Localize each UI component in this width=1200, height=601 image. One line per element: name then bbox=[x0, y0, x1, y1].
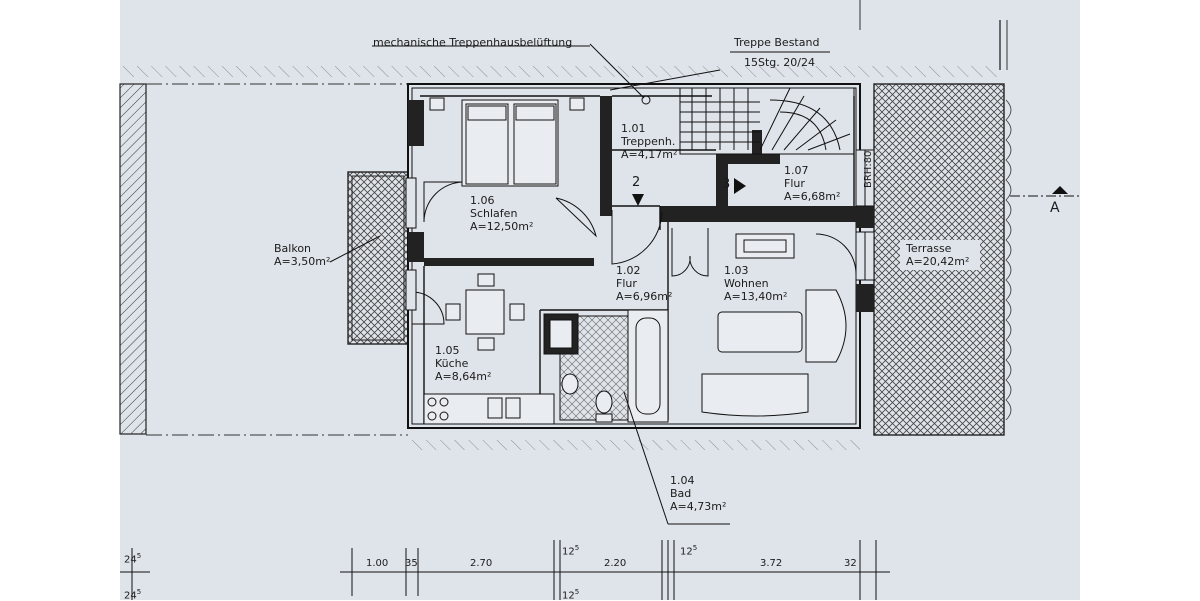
room-label-kueche: 1.05 Küche A=8,64m² bbox=[435, 344, 492, 383]
ventilation-note: mechanische Treppenhausbelüftung bbox=[373, 36, 573, 49]
top-hatch-band bbox=[120, 66, 1000, 77]
brh-note: BRH:80 bbox=[863, 150, 874, 188]
level-marker-2: 2 bbox=[632, 175, 641, 190]
room-label-terrasse: Terrasse A=20,42m² bbox=[906, 242, 970, 268]
room-label-balkon: Balkon A=3,50m² bbox=[274, 242, 331, 268]
dimension-32: 32 bbox=[844, 558, 857, 569]
dimension-1-00: 1.00 bbox=[366, 558, 389, 569]
dining-table-symbol bbox=[445, 273, 525, 351]
level-marker-3: 3 bbox=[722, 177, 731, 192]
windows bbox=[405, 149, 875, 311]
bottom-hatch-band bbox=[410, 440, 860, 450]
dimension-35: 35 bbox=[405, 558, 418, 569]
dimension-24-5-top: 245 bbox=[124, 552, 142, 566]
balkon-area bbox=[347, 171, 409, 345]
room-label-wohnen: 1.03 Wohnen A=13,40m² bbox=[724, 264, 788, 303]
room-label-flur-102: 1.02 Flur A=6,96m² bbox=[616, 264, 673, 303]
living-furniture bbox=[701, 233, 847, 417]
double-bed-symbol bbox=[429, 97, 585, 187]
room-label-schlafen: 1.06 Schlafen A=12,50m² bbox=[470, 194, 534, 233]
stair-spec: 15Stg. 20/24 bbox=[744, 56, 815, 69]
stair-title: Treppe Bestand bbox=[734, 36, 820, 49]
left-wall-strip bbox=[119, 83, 147, 435]
kitchen-counter-symbol bbox=[423, 393, 555, 425]
staircase-symbol bbox=[609, 69, 855, 155]
door-swings bbox=[411, 181, 857, 325]
room-label-flur-107: 1.07 Flur A=6,68m² bbox=[784, 164, 841, 203]
room-label-bad: 1.04 Bad A=4,73m² bbox=[670, 474, 727, 513]
dimension-12-5-a: 125 bbox=[562, 544, 580, 558]
dimension-24-5-bottom: 245 bbox=[124, 588, 142, 601]
dimension-12-5-c: 125 bbox=[562, 588, 580, 601]
dimension-2-20: 2.20 bbox=[604, 558, 627, 569]
dimension-2-70: 2.70 bbox=[470, 558, 493, 569]
section-marker-a: A bbox=[1050, 200, 1060, 216]
dimension-12-5-b: 125 bbox=[680, 544, 698, 558]
dimension-chain bbox=[120, 540, 890, 600]
dimension-3-72: 3.72 bbox=[760, 558, 783, 569]
room-label-treppenhaus: 1.01 Treppenh. A=4,17m² bbox=[621, 122, 678, 161]
wall-fills bbox=[408, 96, 874, 312]
bathroom-fixtures bbox=[543, 309, 669, 423]
